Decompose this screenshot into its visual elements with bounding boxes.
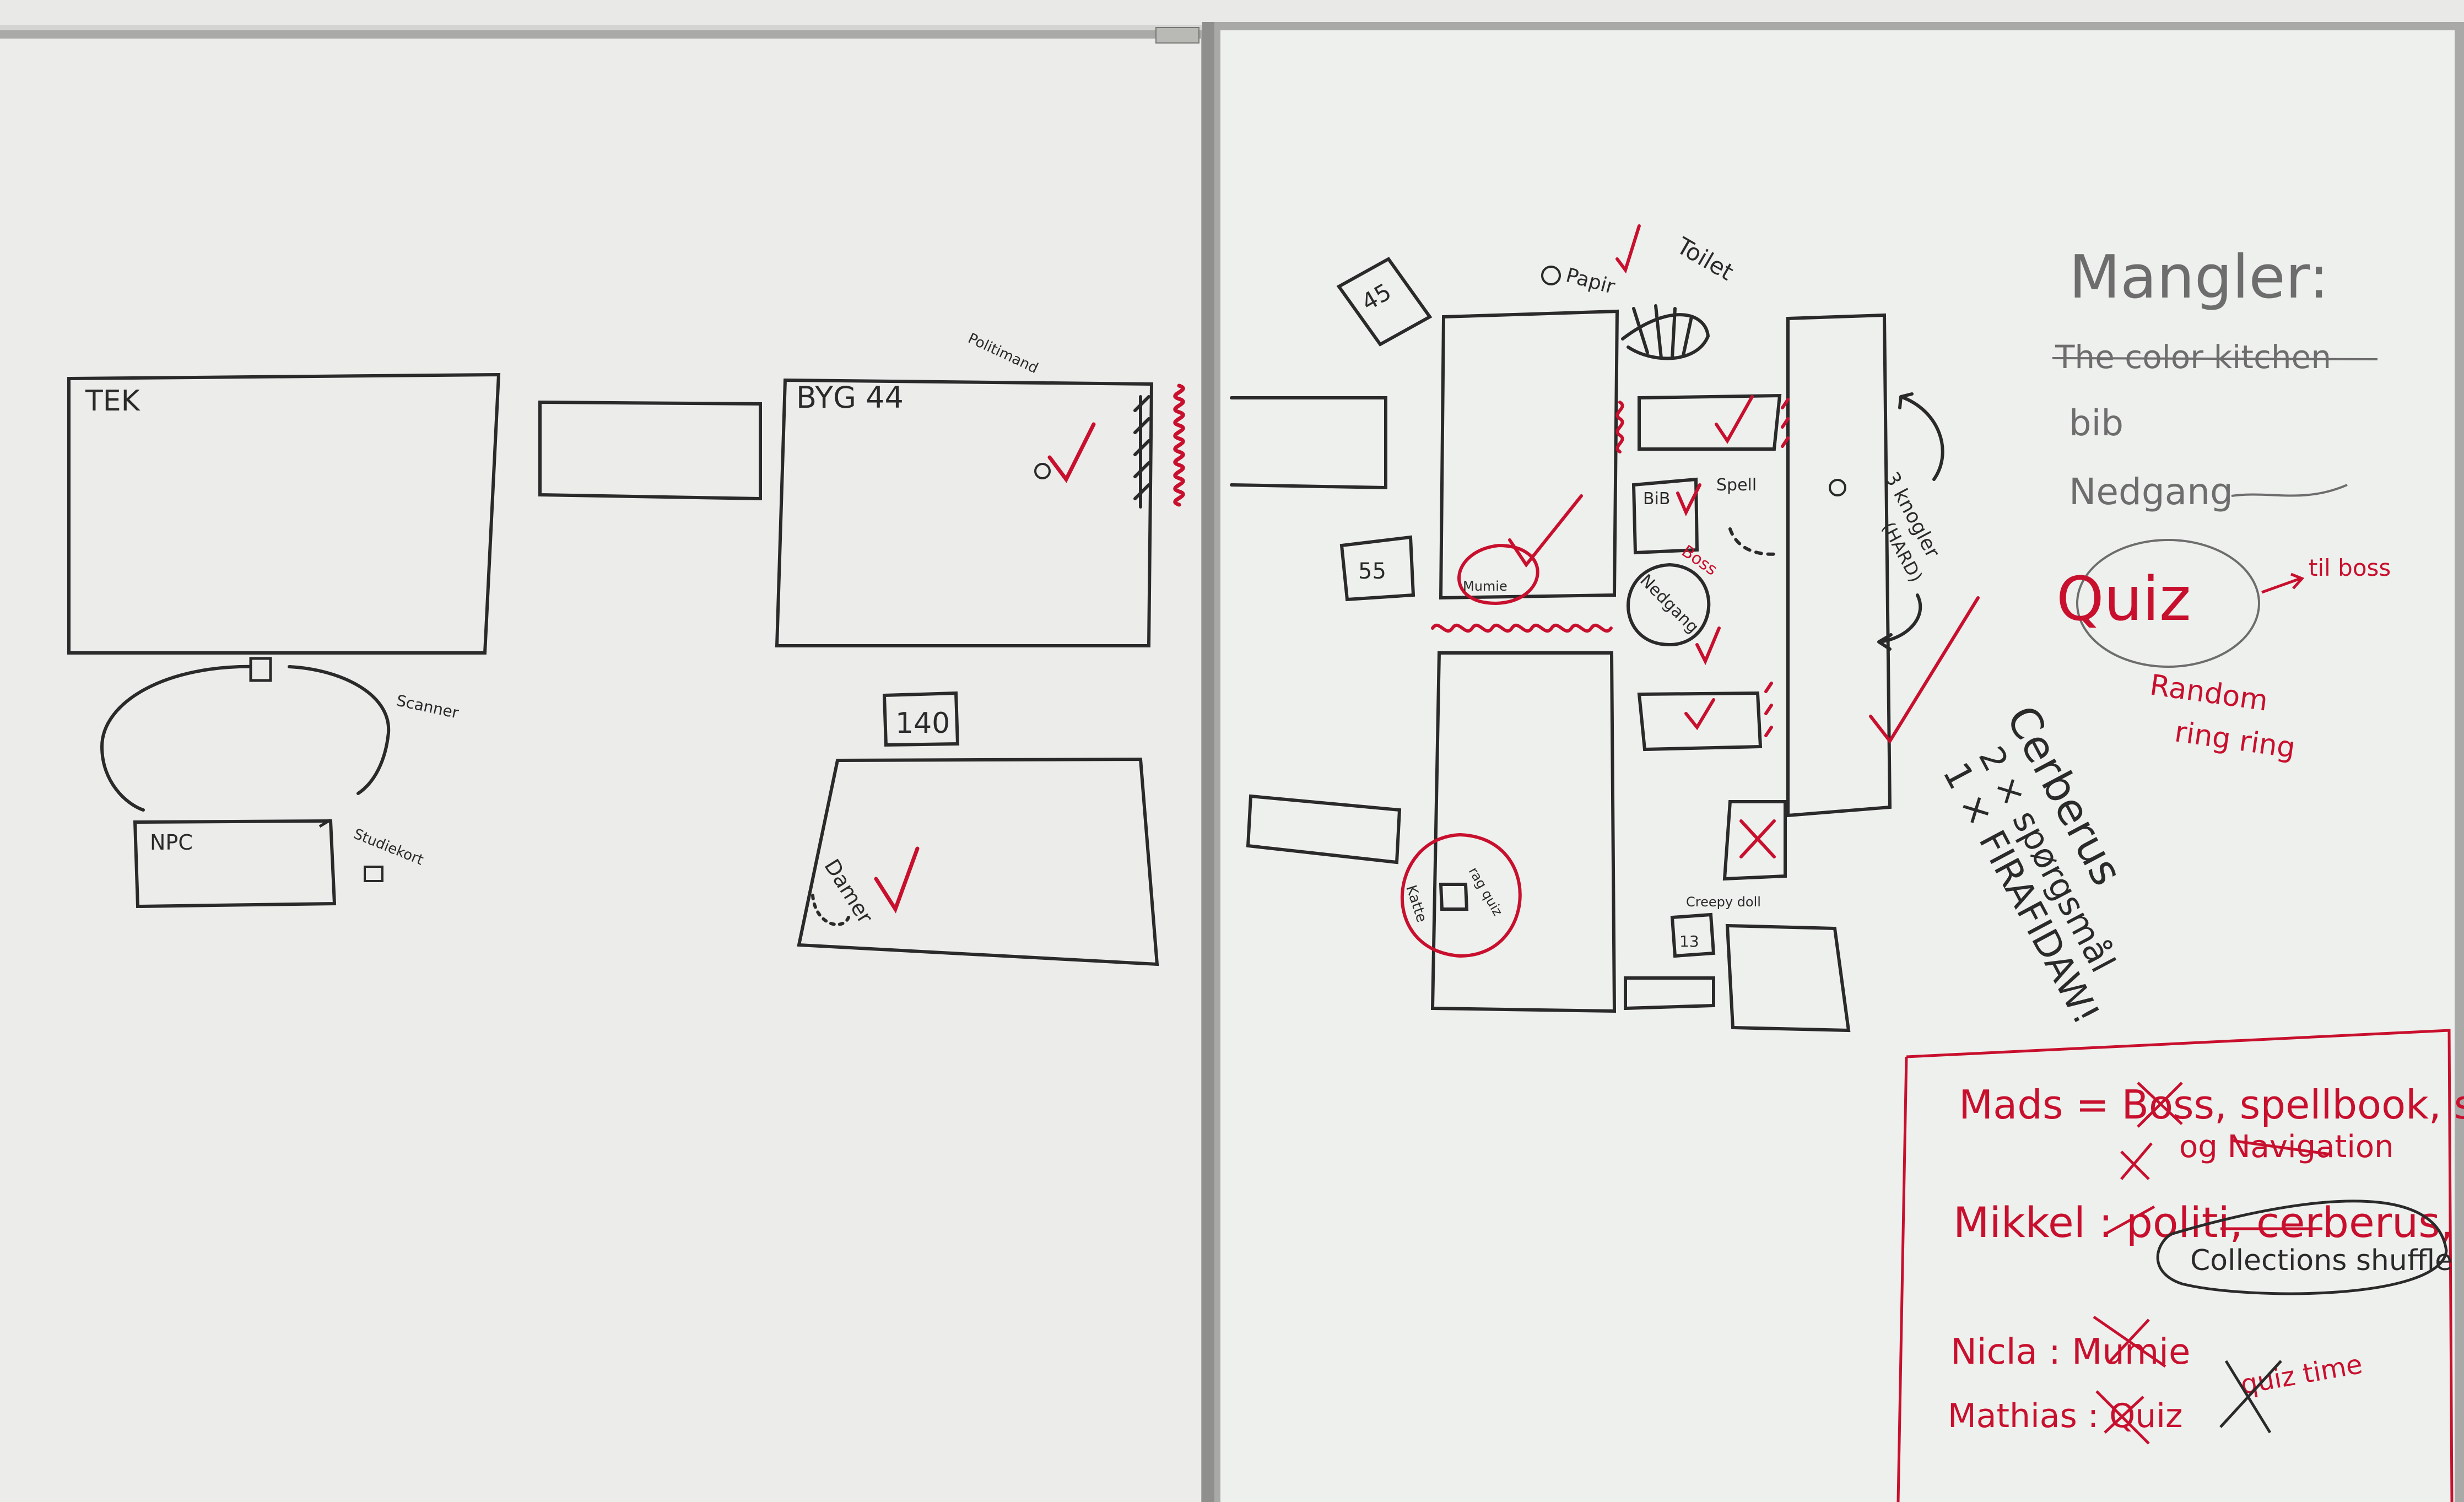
mads-line: Mads = Boss, spellbook, spell, xyxy=(1959,1082,2464,1128)
room-45-box xyxy=(1336,257,1433,347)
nedgang-circle xyxy=(1627,563,1711,647)
fein-bottom-check-icon xyxy=(1684,698,1715,731)
npc-label: NPC xyxy=(150,830,193,855)
knogler-arrow-up xyxy=(1898,392,1944,481)
fein-top-box xyxy=(1638,393,1782,451)
damer-check-icon xyxy=(874,846,920,914)
exit-x-icon xyxy=(1739,819,1776,858)
tek-room xyxy=(67,372,501,655)
papir-icon xyxy=(1541,266,1561,285)
byg44-wall-wave xyxy=(1173,383,1185,507)
room-13-box xyxy=(1670,912,1716,958)
spell-label: Spell xyxy=(1716,476,1757,495)
nicla-line: Nicla : Mumie xyxy=(1950,1332,2190,1373)
tek-label: TEK xyxy=(85,385,141,418)
mangler-item-color-kitchen: The color kitchen xyxy=(2055,338,2331,376)
nedgang-check-icon xyxy=(1695,626,1721,666)
room-140-box xyxy=(882,691,960,747)
npc-box xyxy=(133,819,337,909)
scanner-oval xyxy=(100,664,261,812)
room-140-hall xyxy=(797,757,1159,966)
studiekort-card-icon xyxy=(364,866,383,882)
quiz-circle xyxy=(2076,539,2260,668)
byg44-check-icon xyxy=(1047,422,1096,483)
knogler-icon xyxy=(1829,479,1846,496)
fein-bottom-box xyxy=(1637,691,1763,752)
board-seam xyxy=(1202,22,1214,1502)
mangler-item-nedgang: Nedgang xyxy=(2069,471,2233,513)
damer-dots xyxy=(811,894,850,926)
papir-check-icon xyxy=(1615,224,1641,274)
collections-label: Collections shuffle xyxy=(2190,1244,2452,1277)
bib-label: BiB xyxy=(1643,489,1671,509)
south-east-room xyxy=(1725,923,1851,1033)
politimand-figure-icon xyxy=(1034,463,1051,479)
assignments-box xyxy=(1896,1029,2454,1502)
mumie-check-icon xyxy=(1508,494,1583,568)
mathias-line: Mathias : Quiz xyxy=(1948,1397,2183,1435)
corridor-check-icon xyxy=(1869,596,1980,744)
bib-box xyxy=(1631,477,1699,555)
room-13-label: 13 xyxy=(1679,932,1699,950)
mangler-item-bib: bib xyxy=(2069,403,2123,444)
corridor-box-2 xyxy=(1230,396,1387,490)
quiz-label: Quiz xyxy=(2056,564,2191,634)
right-board xyxy=(1220,30,2455,1502)
room-55-label: 55 xyxy=(1358,559,1386,584)
knogler-arrow-down xyxy=(1877,593,1922,651)
room-55-box xyxy=(1339,535,1415,602)
scanner-device xyxy=(249,657,272,682)
mangler-title: Mangler: xyxy=(2069,243,2329,312)
byg44-room xyxy=(775,378,1154,647)
left-board xyxy=(0,39,1201,1502)
fein-wall-wave xyxy=(1615,401,1624,453)
bib-check-icon xyxy=(1676,483,1701,517)
fein-top-check-icon xyxy=(1715,395,1754,444)
til-boss-label: til boss xyxy=(2309,554,2391,581)
strike-color-kitchen xyxy=(2052,357,2378,360)
spell-dashes xyxy=(1728,527,1781,556)
collections-circle xyxy=(2156,1200,2448,1295)
corridor-box-1 xyxy=(538,400,762,501)
katte-circle xyxy=(1400,833,1522,958)
room-140-label: 140 xyxy=(895,707,950,740)
creepy-doll-label: Creepy doll xyxy=(1686,894,1761,910)
west-side-box xyxy=(1246,794,1402,865)
west-wing-room xyxy=(1439,309,1619,600)
marker-tray-label xyxy=(1155,27,1199,44)
south-wing-room xyxy=(1430,651,1617,1013)
byg44-label: BYG 44 xyxy=(796,380,904,415)
mumie-wall-wave xyxy=(1431,623,1613,633)
katte-box xyxy=(1439,883,1469,911)
til-boss-arrow xyxy=(2261,572,2305,594)
exit-x-box xyxy=(1722,800,1787,881)
toilet-arc xyxy=(1621,313,1710,360)
south-corridor-box xyxy=(1624,976,1715,1011)
mumie-label: Mumie xyxy=(1463,579,1507,594)
long-corridor xyxy=(1786,313,1892,818)
